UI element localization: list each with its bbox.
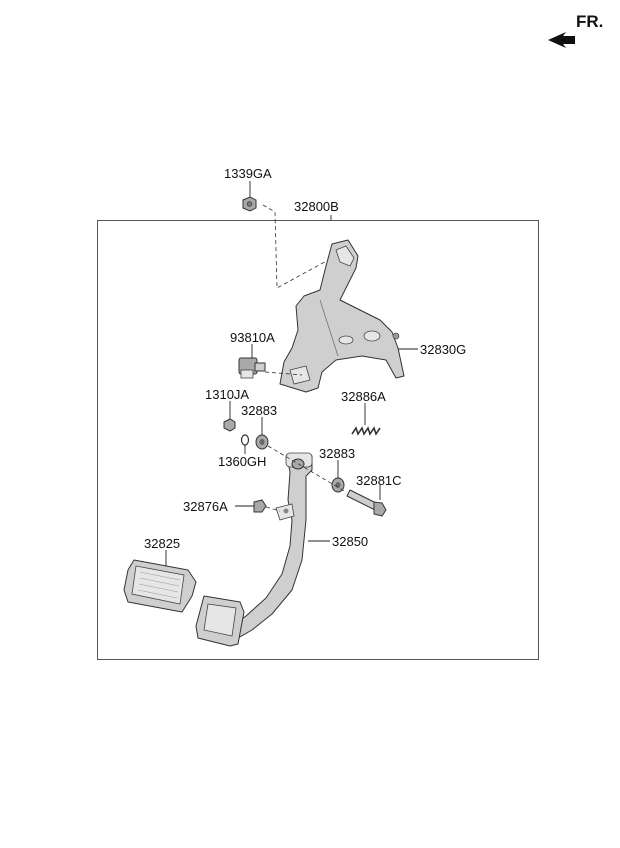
nut-1339ga [242,196,257,212]
pedal-pad-32825 [123,559,197,613]
label-32883-lower: 32883 [319,446,355,461]
label-93810a: 93810A [230,330,275,345]
label-32830g: 32830G [420,342,466,357]
nut-1310ja [223,418,236,432]
pedal-foot-plate [195,595,245,647]
label-1360gh: 1360GH [218,454,266,469]
label-1310ja: 1310JA [205,387,249,402]
bushing-32883-lower [331,477,345,493]
label-1339ga: 1339GA [224,166,272,181]
label-32850: 32850 [332,534,368,549]
fr-label: FR. [576,12,603,31]
stop-lamp-switch-93810a [238,357,266,379]
bolt-32881c [346,489,387,517]
label-32881c: 32881C [356,473,402,488]
front-direction-indicator: FR. [548,12,603,48]
label-32883-upper: 32883 [241,403,277,418]
fr-arrow-icon [548,32,575,48]
label-32800b: 32800B [294,199,339,214]
washer-1360gh [240,434,250,446]
bushing-32883-upper [255,434,269,450]
pedal-bracket-32830g [279,239,405,393]
label-32825: 32825 [144,536,180,551]
label-32886a: 32886A [341,389,386,404]
stopper-32876a [253,499,267,513]
pedal-arm-32850 [231,452,313,639]
return-spring-32886a [351,426,381,436]
assembly-boundary-box [97,220,539,660]
label-32876a: 32876A [183,499,228,514]
